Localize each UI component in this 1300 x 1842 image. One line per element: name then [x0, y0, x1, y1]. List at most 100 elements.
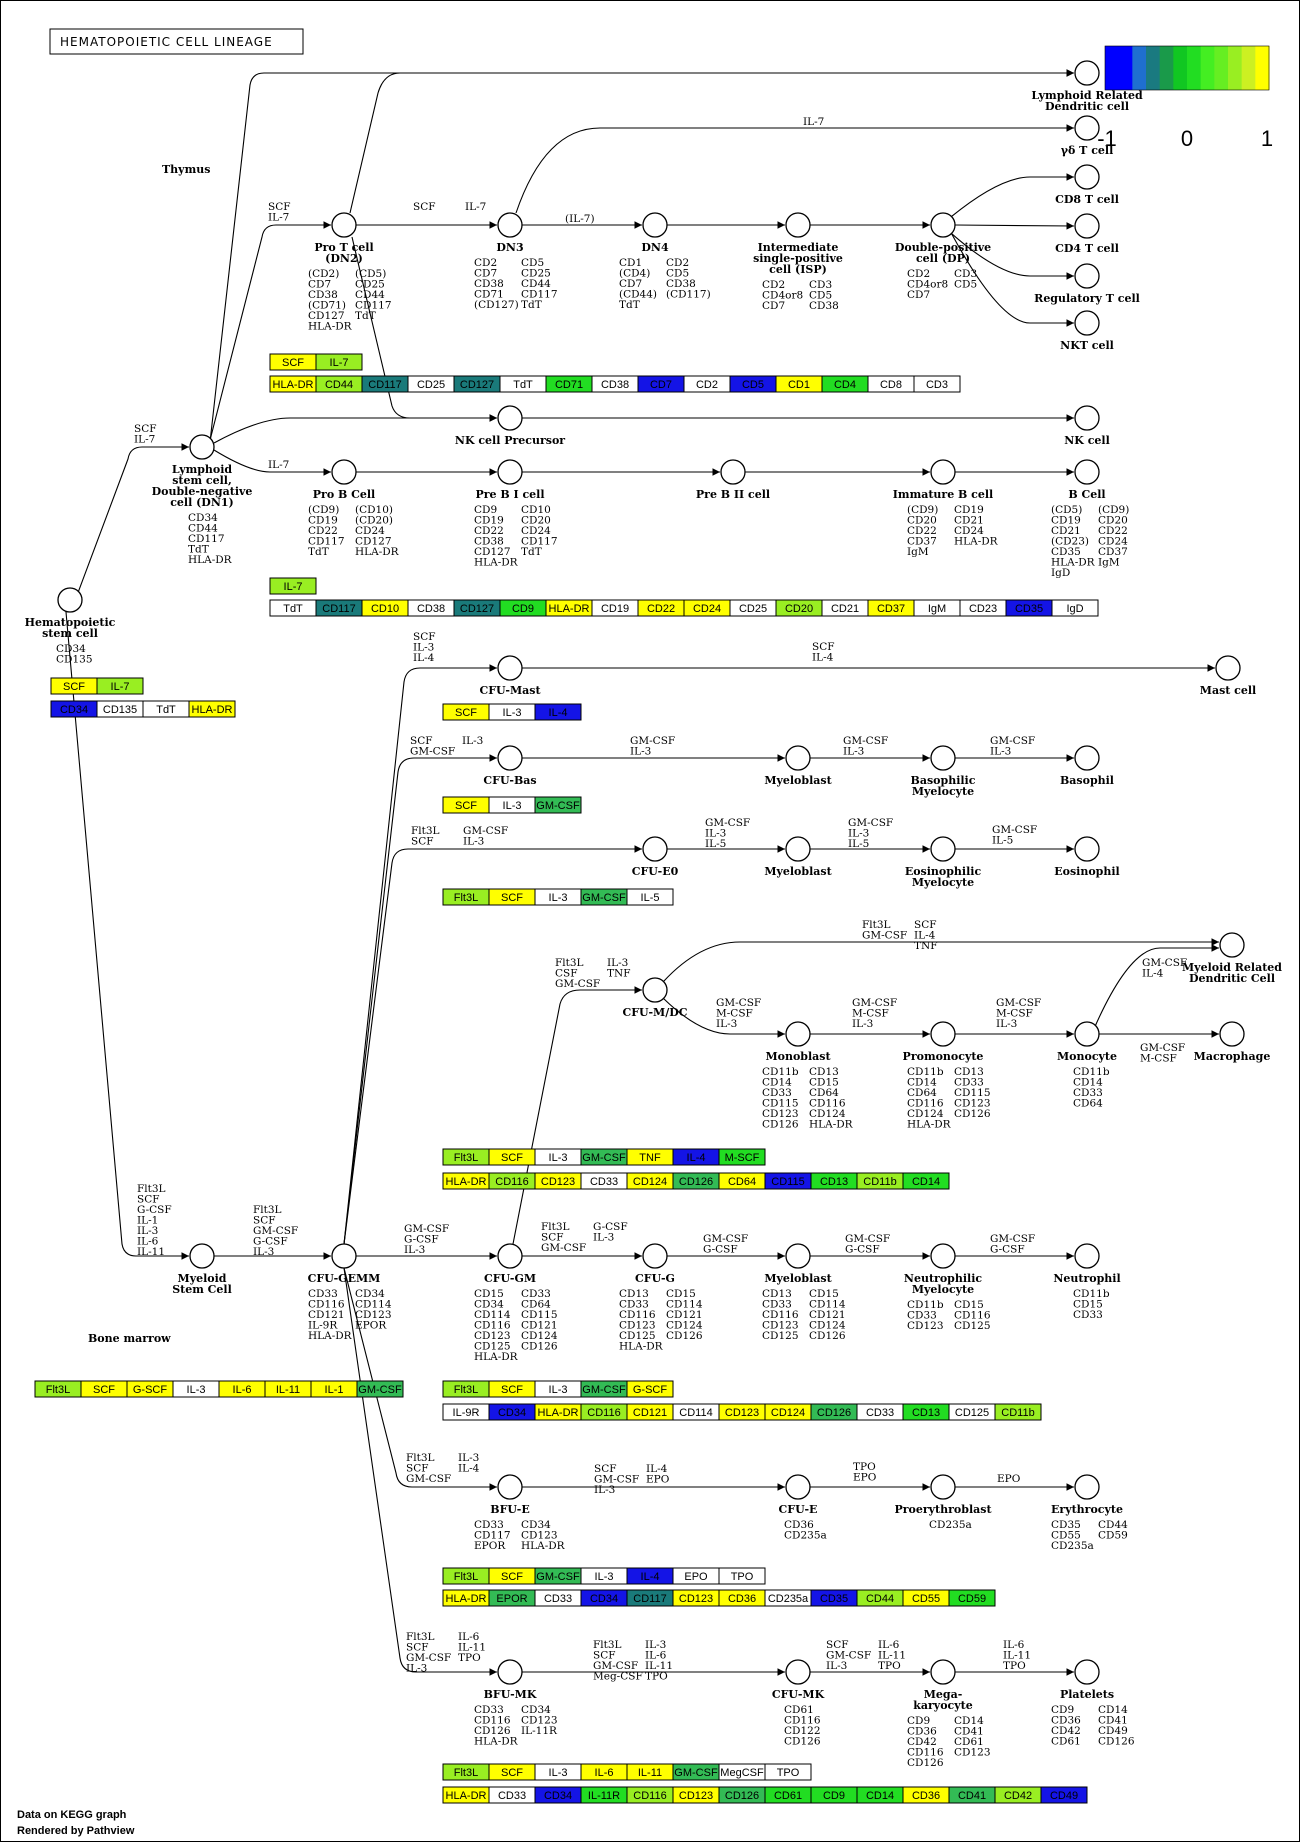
- cell-node-cfugm[interactable]: [497, 1243, 523, 1269]
- cell-node-myelo3[interactable]: [785, 1243, 811, 1269]
- cell-node-macro[interactable]: [1219, 1021, 1245, 1047]
- cell-label-myelo3: Myeloblast: [764, 1272, 832, 1285]
- marker-monob: CD33: [762, 1087, 792, 1099]
- cell-node-megak[interactable]: [930, 1659, 956, 1685]
- marker-dn3: CD38: [474, 278, 504, 290]
- cell-node-plt[interactable]: [1074, 1659, 1100, 1685]
- cell-node-ery[interactable]: [1074, 1474, 1100, 1500]
- cell-node-cfumdc[interactable]: [642, 977, 668, 1003]
- cell-node-nkt[interactable]: [1074, 310, 1100, 336]
- gene-label: CD114: [679, 1407, 712, 1419]
- gene-label: CD7: [650, 379, 672, 391]
- marker-dn4: (CD44): [619, 289, 657, 301]
- cell-node-isp[interactable]: [785, 212, 811, 238]
- cell-node-baso[interactable]: [1074, 745, 1100, 771]
- cell-node-myelo2[interactable]: [785, 836, 811, 862]
- cell-node-dp[interactable]: [930, 212, 956, 238]
- cell-label-bfumk: BFU-MK: [484, 1688, 537, 1701]
- cell-node-prebi[interactable]: [497, 459, 523, 485]
- cell-node-mrdc[interactable]: [1219, 932, 1245, 958]
- cell-node-cfueo[interactable]: [642, 836, 668, 862]
- gene-box[interactable]: [534, 796, 582, 814]
- cell-label-ery: Erythrocyte: [1051, 1503, 1123, 1516]
- cell-node-immb[interactable]: [930, 459, 956, 485]
- cell-label-cd4: CD4 T cell: [1055, 242, 1119, 255]
- cell-node-cfugemm[interactable]: [331, 1243, 357, 1269]
- gene-label: Flt3L: [454, 1571, 478, 1583]
- gene-box[interactable]: [534, 703, 582, 721]
- cell-node-mysc[interactable]: [189, 1243, 215, 1269]
- cell-node-gdt[interactable]: [1074, 115, 1100, 141]
- region-thymus: Thymus: [162, 163, 210, 176]
- cell-node-proery[interactable]: [930, 1474, 956, 1500]
- cell-node-myelo1[interactable]: [785, 745, 811, 771]
- cell-node-basmy[interactable]: [930, 745, 956, 771]
- gene-box[interactable]: [356, 1380, 404, 1398]
- cell-node-hsc[interactable]: [57, 587, 83, 613]
- marker-bfumk: CD116: [474, 1715, 511, 1727]
- edge-label-bfumk-cfumk: Flt3L: [593, 1639, 622, 1651]
- gene-box[interactable]: [764, 1763, 812, 1781]
- edge-label-proery-ery: EPO: [997, 1473, 1021, 1485]
- edge-label-cfueo-myelo: IL-3: [705, 828, 726, 840]
- gene-box[interactable]: [902, 1172, 950, 1190]
- cell-node-monob[interactable]: [785, 1021, 811, 1047]
- cell-node-treg[interactable]: [1074, 263, 1100, 289]
- gene-box[interactable]: [626, 888, 674, 906]
- gene-box[interactable]: [1040, 1786, 1088, 1804]
- cell-label-promono: Promonocyte: [903, 1050, 984, 1063]
- cell-label-eosmy: Myelocyte: [912, 876, 974, 889]
- cell-node-mono[interactable]: [1074, 1021, 1100, 1047]
- gene-label: CD116: [495, 1176, 528, 1188]
- gene-box[interactable]: [188, 700, 236, 718]
- gene-box[interactable]: [718, 1148, 766, 1166]
- cell-node-protcell[interactable]: [331, 212, 357, 238]
- cell-node-nkp[interactable]: [497, 405, 523, 431]
- cell-label-megak: karyocyte: [913, 1699, 972, 1712]
- cell-node-cfug[interactable]: [642, 1243, 668, 1269]
- gene-box[interactable]: [718, 1567, 766, 1585]
- gene-box[interactable]: [913, 375, 961, 393]
- edge-label-cfueo-myelo: GM-CSF: [705, 817, 750, 829]
- marker-cfumk: CD122: [784, 1725, 821, 1737]
- cell-node-promono[interactable]: [930, 1021, 956, 1047]
- cell-node-bfumk[interactable]: [497, 1659, 523, 1685]
- cell-node-nk[interactable]: [1074, 405, 1100, 431]
- marker-neumy: CD11b: [907, 1299, 944, 1311]
- cell-node-cfumk[interactable]: [785, 1659, 811, 1685]
- cell-node-probcell[interactable]: [331, 459, 357, 485]
- cell-node-mast[interactable]: [1215, 655, 1241, 681]
- cell-node-neumy[interactable]: [930, 1243, 956, 1269]
- cell-node-bfue[interactable]: [497, 1474, 523, 1500]
- gene-box[interactable]: [626, 1380, 674, 1398]
- gene-box[interactable]: [948, 1589, 996, 1607]
- cell-node-cfumast[interactable]: [497, 655, 523, 681]
- cell-node-cfue[interactable]: [785, 1474, 811, 1500]
- gene-box[interactable]: [315, 353, 363, 371]
- gene-box[interactable]: [1051, 599, 1099, 617]
- gene-box[interactable]: [96, 677, 144, 695]
- cell-node-cd4[interactable]: [1074, 213, 1100, 239]
- marker-bfue: EPOR: [474, 1540, 506, 1552]
- cell-node-bcell[interactable]: [1074, 459, 1100, 485]
- cell-label-bcell: B Cell: [1068, 488, 1105, 501]
- cell-node-lsc[interactable]: [189, 434, 215, 460]
- cell-node-neut[interactable]: [1074, 1243, 1100, 1269]
- cell-node-prebii[interactable]: [720, 459, 746, 485]
- cell-node-eosmy[interactable]: [930, 836, 956, 862]
- cell-node-eos[interactable]: [1074, 836, 1100, 862]
- gene-box[interactable]: [269, 577, 317, 595]
- edge-label-to-bfumk: Flt3L: [406, 1631, 435, 1643]
- cell-node-cfubas[interactable]: [497, 745, 523, 771]
- gene-label: M-SCF: [725, 1152, 760, 1164]
- marker-dn3: CD5: [521, 257, 544, 269]
- gene-box[interactable]: [994, 1403, 1042, 1421]
- marker-dn4: CD38: [666, 278, 696, 290]
- cell-node-lrdc[interactable]: [1074, 60, 1100, 86]
- cell-node-dn3[interactable]: [497, 212, 523, 238]
- cell-label-eosmy: Eosinophilic: [905, 865, 982, 878]
- cell-node-dn4[interactable]: [642, 212, 668, 238]
- cell-node-cd8[interactable]: [1074, 164, 1100, 190]
- edge-label-cfumk-megak: GM-CSF: [826, 1650, 871, 1662]
- gene-label: GM-CSF: [536, 800, 580, 812]
